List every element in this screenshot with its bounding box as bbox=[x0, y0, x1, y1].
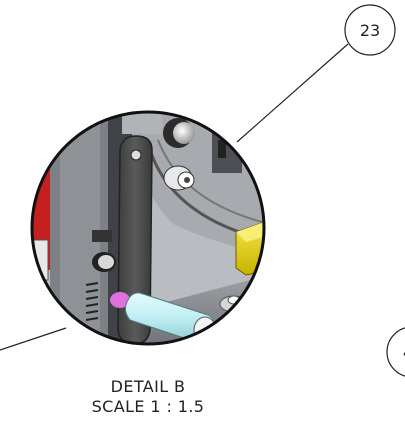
detail-label: DETAIL B bbox=[111, 377, 186, 396]
middle-roller bbox=[163, 165, 195, 191]
leader-line-23 bbox=[236, 43, 349, 143]
balloon-23-label: 23 bbox=[360, 21, 380, 40]
lower-hardware bbox=[92, 230, 116, 272]
pink-part bbox=[110, 292, 130, 308]
upper-roller bbox=[122, 112, 195, 148]
balloon-4-label: 4 bbox=[403, 343, 405, 362]
balloon-23[interactable]: 23 bbox=[344, 4, 396, 56]
spring bbox=[85, 282, 99, 321]
balloon-4[interactable]: 4 bbox=[386, 327, 405, 377]
scale-label: SCALE 1 : 1.5 bbox=[92, 397, 205, 416]
yellow-block bbox=[235, 219, 264, 276]
leader-line-left bbox=[0, 327, 67, 351]
detail-circle bbox=[30, 110, 266, 346]
